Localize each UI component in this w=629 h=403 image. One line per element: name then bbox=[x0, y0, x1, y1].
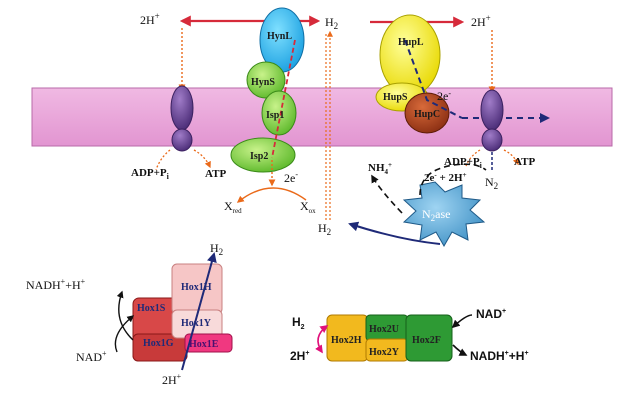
hox2-h2-label: H2 bbox=[292, 315, 305, 331]
right-adp-label: ADP+Pi bbox=[444, 156, 483, 170]
left-adp-label: ADP+Pi bbox=[131, 167, 170, 181]
subunit-hox2h: Hox2H bbox=[331, 335, 362, 346]
hox1-h2-label: H2 bbox=[210, 241, 223, 257]
hup-hydrogenase: HupL HupS HupC 2e- bbox=[370, 14, 550, 134]
subunit-hox1y: Hox1Y bbox=[181, 318, 212, 329]
hox2-complex: Hox2H Hox2U Hox2Y Hox2F H2 2H+ NAD+ NADH… bbox=[290, 307, 529, 363]
hup-electrons-label: 2e- bbox=[437, 89, 451, 103]
hox1-nad-label: NAD+ bbox=[76, 349, 107, 364]
subunit-hox1g: Hox1G bbox=[143, 338, 174, 349]
subunit-hox1s: Hox1S bbox=[137, 303, 166, 314]
n2-label: N2 bbox=[485, 175, 498, 191]
right-atp-synthase: 2H+ ADP+Pi ATP bbox=[444, 13, 535, 172]
subunit-hupl: HupL bbox=[398, 37, 424, 48]
hox2-proton-label: 2H+ bbox=[290, 349, 309, 363]
subunit-hupc: HupC bbox=[414, 109, 440, 120]
subunit-hox2y: Hox2Y bbox=[369, 347, 400, 358]
hox2-nadh-label: NADH++H+ bbox=[470, 349, 529, 363]
hyn-electrons-label: 2e- bbox=[284, 170, 298, 185]
subunit-hyns: HynS bbox=[251, 77, 275, 88]
nitrogenase-label: N2ase bbox=[422, 207, 451, 223]
subunit-hups: HupS bbox=[383, 92, 408, 103]
subunit-hynl: HynL bbox=[267, 31, 292, 42]
nitrogenase: N2ase NH4+ N2 2e- + 2H+ bbox=[348, 161, 498, 248]
subunit-hox1e: Hox1E bbox=[189, 339, 219, 350]
xred-label: Xred bbox=[224, 199, 242, 215]
nitrogenase-electrons-label: 2e- + 2H+ bbox=[424, 171, 467, 184]
membrane bbox=[31, 87, 613, 147]
subunit-isp1: Isp1 bbox=[266, 110, 284, 121]
hox1-complex: Hox1S Hox1G Hox1H Hox1Y Hox1E H2 2H+ NAD… bbox=[26, 241, 233, 387]
left-atp-synthase: 2H+ ADP+Pi ATP bbox=[131, 11, 226, 181]
left-proton-label: 2H+ bbox=[140, 11, 160, 27]
hyn-h2-label: H2 bbox=[325, 15, 338, 31]
subunit-hox2u: Hox2U bbox=[369, 324, 399, 335]
hyn-h2-bottom-label: H2 bbox=[318, 221, 331, 237]
xox-label: Xox bbox=[300, 199, 316, 215]
nh4-label: NH4+ bbox=[368, 161, 392, 176]
hox2-nad-label: NAD+ bbox=[476, 307, 506, 321]
subunit-hox2f: Hox2F bbox=[412, 335, 441, 346]
hup-proton-label: 2H+ bbox=[471, 13, 491, 29]
subunit-hox1h: Hox1H bbox=[181, 282, 212, 293]
right-atp-label: ATP bbox=[514, 156, 535, 168]
hox1-proton-label: 2H+ bbox=[162, 372, 182, 387]
left-atp-label: ATP bbox=[205, 168, 226, 180]
hox1-nadh-label: NADH++H+ bbox=[26, 277, 86, 292]
subunit-isp2: Isp2 bbox=[250, 151, 268, 162]
hyn-hydrogenase: HynL HynS Isp1 Isp2 H2 2e- Xred Xox H2 bbox=[179, 7, 338, 237]
